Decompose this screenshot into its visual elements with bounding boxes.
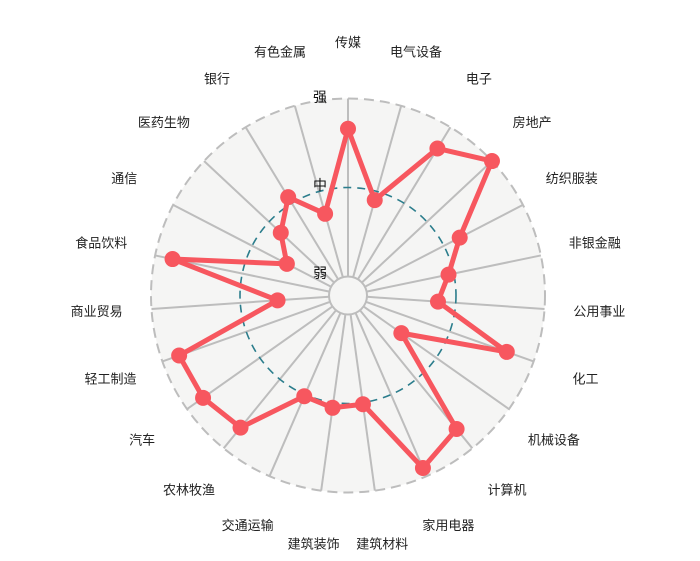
category-label: 机械设备	[528, 432, 580, 448]
spoke	[362, 305, 510, 410]
level-label-medium: 中	[313, 178, 327, 194]
category-label: 计算机	[488, 483, 527, 498]
data-point	[366, 192, 383, 209]
category-label: 医药生物	[138, 116, 190, 131]
data-point	[354, 396, 371, 413]
data-point	[164, 251, 181, 268]
category-label: 化工	[572, 372, 598, 387]
data-point	[448, 420, 465, 437]
data-point	[280, 189, 297, 206]
category-label: 农林牧渔	[163, 483, 215, 498]
data-point	[324, 399, 341, 416]
category-label: 家用电器	[422, 518, 474, 534]
data-point	[278, 255, 295, 272]
spoke	[172, 203, 332, 288]
category-labels: 传媒电气设备电子房地产纺织服装非银金融公用事业化工机械设备计算机家用电器建筑材料…	[71, 36, 626, 553]
level-label-weak: 弱	[313, 266, 327, 282]
category-label: 公用事业	[573, 305, 625, 320]
category-label: 房地产	[513, 115, 552, 131]
category-label: 非银金融	[569, 236, 621, 252]
data-point	[232, 419, 249, 436]
category-label: 交通运输	[222, 518, 274, 534]
category-label: 纺织服装	[546, 172, 598, 187]
category-label: 电气设备	[390, 44, 442, 60]
spoke	[364, 203, 524, 288]
spoke	[361, 160, 493, 284]
data-point	[483, 153, 500, 170]
category-label: 商业贸易	[71, 305, 123, 320]
data-point	[269, 292, 286, 309]
category-label: 汽车	[129, 432, 155, 448]
data-point	[296, 388, 313, 405]
data-point	[340, 120, 356, 137]
data-point	[429, 140, 446, 157]
data-point	[498, 343, 515, 360]
category-label: 银行	[204, 73, 230, 88]
plot-area	[150, 97, 546, 494]
category-label: 通信	[111, 172, 137, 187]
category-label: 有色金属	[254, 44, 306, 60]
spoke	[151, 295, 330, 310]
category-label: 轻工制造	[85, 372, 137, 387]
series-points	[164, 120, 515, 477]
data-point	[429, 293, 446, 310]
data-point	[414, 460, 431, 477]
data-point	[195, 389, 212, 406]
data-point	[272, 224, 289, 241]
data-point	[451, 229, 468, 246]
spokes	[151, 98, 545, 491]
inner-ring-weak	[328, 275, 368, 316]
data-point	[440, 266, 457, 283]
data-point	[171, 347, 188, 364]
level-labels: 强 中 弱	[313, 90, 327, 282]
category-label: 传媒	[335, 36, 361, 51]
spoke	[354, 312, 428, 477]
category-label: 食品饮料	[75, 236, 127, 252]
category-label: 建筑装饰	[288, 537, 340, 553]
level-label-strong: 强	[313, 90, 327, 106]
category-label: 建筑材料	[356, 537, 408, 553]
series-strength	[164, 120, 515, 477]
data-point	[317, 205, 334, 222]
data-point	[393, 325, 410, 342]
category-label: 电子	[466, 73, 492, 88]
outer-ring-strong	[150, 97, 546, 494]
